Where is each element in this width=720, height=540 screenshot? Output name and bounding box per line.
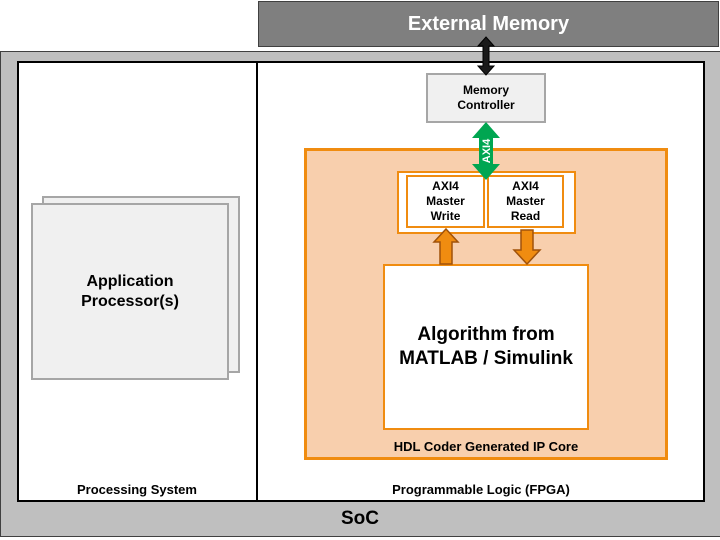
processor-label-line1: Application: [86, 272, 174, 290]
axi4-master-read-block: AXI4 Master Read: [487, 175, 564, 228]
axi4-bus-label: AXI4: [481, 138, 493, 163]
axi-read-line2: Master: [506, 194, 545, 208]
programmable-logic-label: Programmable Logic (FPGA): [258, 476, 704, 502]
ip-core-label: HDL Coder Generated IP Core: [304, 434, 668, 458]
processing-system-label: Processing System: [17, 476, 257, 502]
memory-controller-line1: Memory: [462, 83, 509, 97]
application-processor-block: Application Processor(s): [31, 203, 229, 380]
axi-write-line1: AXI4: [432, 179, 459, 193]
external-memory-label: External Memory: [407, 12, 570, 35]
programmable-logic-label-text: Programmable Logic (FPGA): [392, 481, 570, 497]
axi-read-line1: AXI4: [512, 179, 539, 193]
ps-pl-divider: [256, 61, 258, 502]
axi4-bus-arrow: [472, 122, 500, 180]
processing-system-label-text: Processing System: [77, 481, 197, 497]
axi-write-line3: Write: [430, 209, 461, 223]
soc-label-text: SoC: [341, 508, 379, 529]
axi-read-line3: Read: [510, 209, 541, 223]
algorithm-block: Algorithm from MATLAB / Simulink: [383, 264, 589, 430]
memory-controller-line2: Controller: [457, 98, 515, 112]
write-data-arrow: [432, 227, 460, 265]
axi4-master-write-block: AXI4 Master Write: [406, 175, 485, 228]
processor-label-line2: Processor(s): [81, 292, 179, 310]
axi-write-line2: Master: [426, 194, 465, 208]
soc-label: SoC: [0, 504, 720, 534]
read-data-arrow: [512, 229, 542, 266]
memory-bus-arrow: [476, 36, 496, 76]
algorithm-line2: MATLAB / Simulink: [399, 348, 573, 369]
algorithm-line1: Algorithm from: [417, 324, 555, 345]
ip-core-label-text: HDL Coder Generated IP Core: [393, 438, 579, 454]
